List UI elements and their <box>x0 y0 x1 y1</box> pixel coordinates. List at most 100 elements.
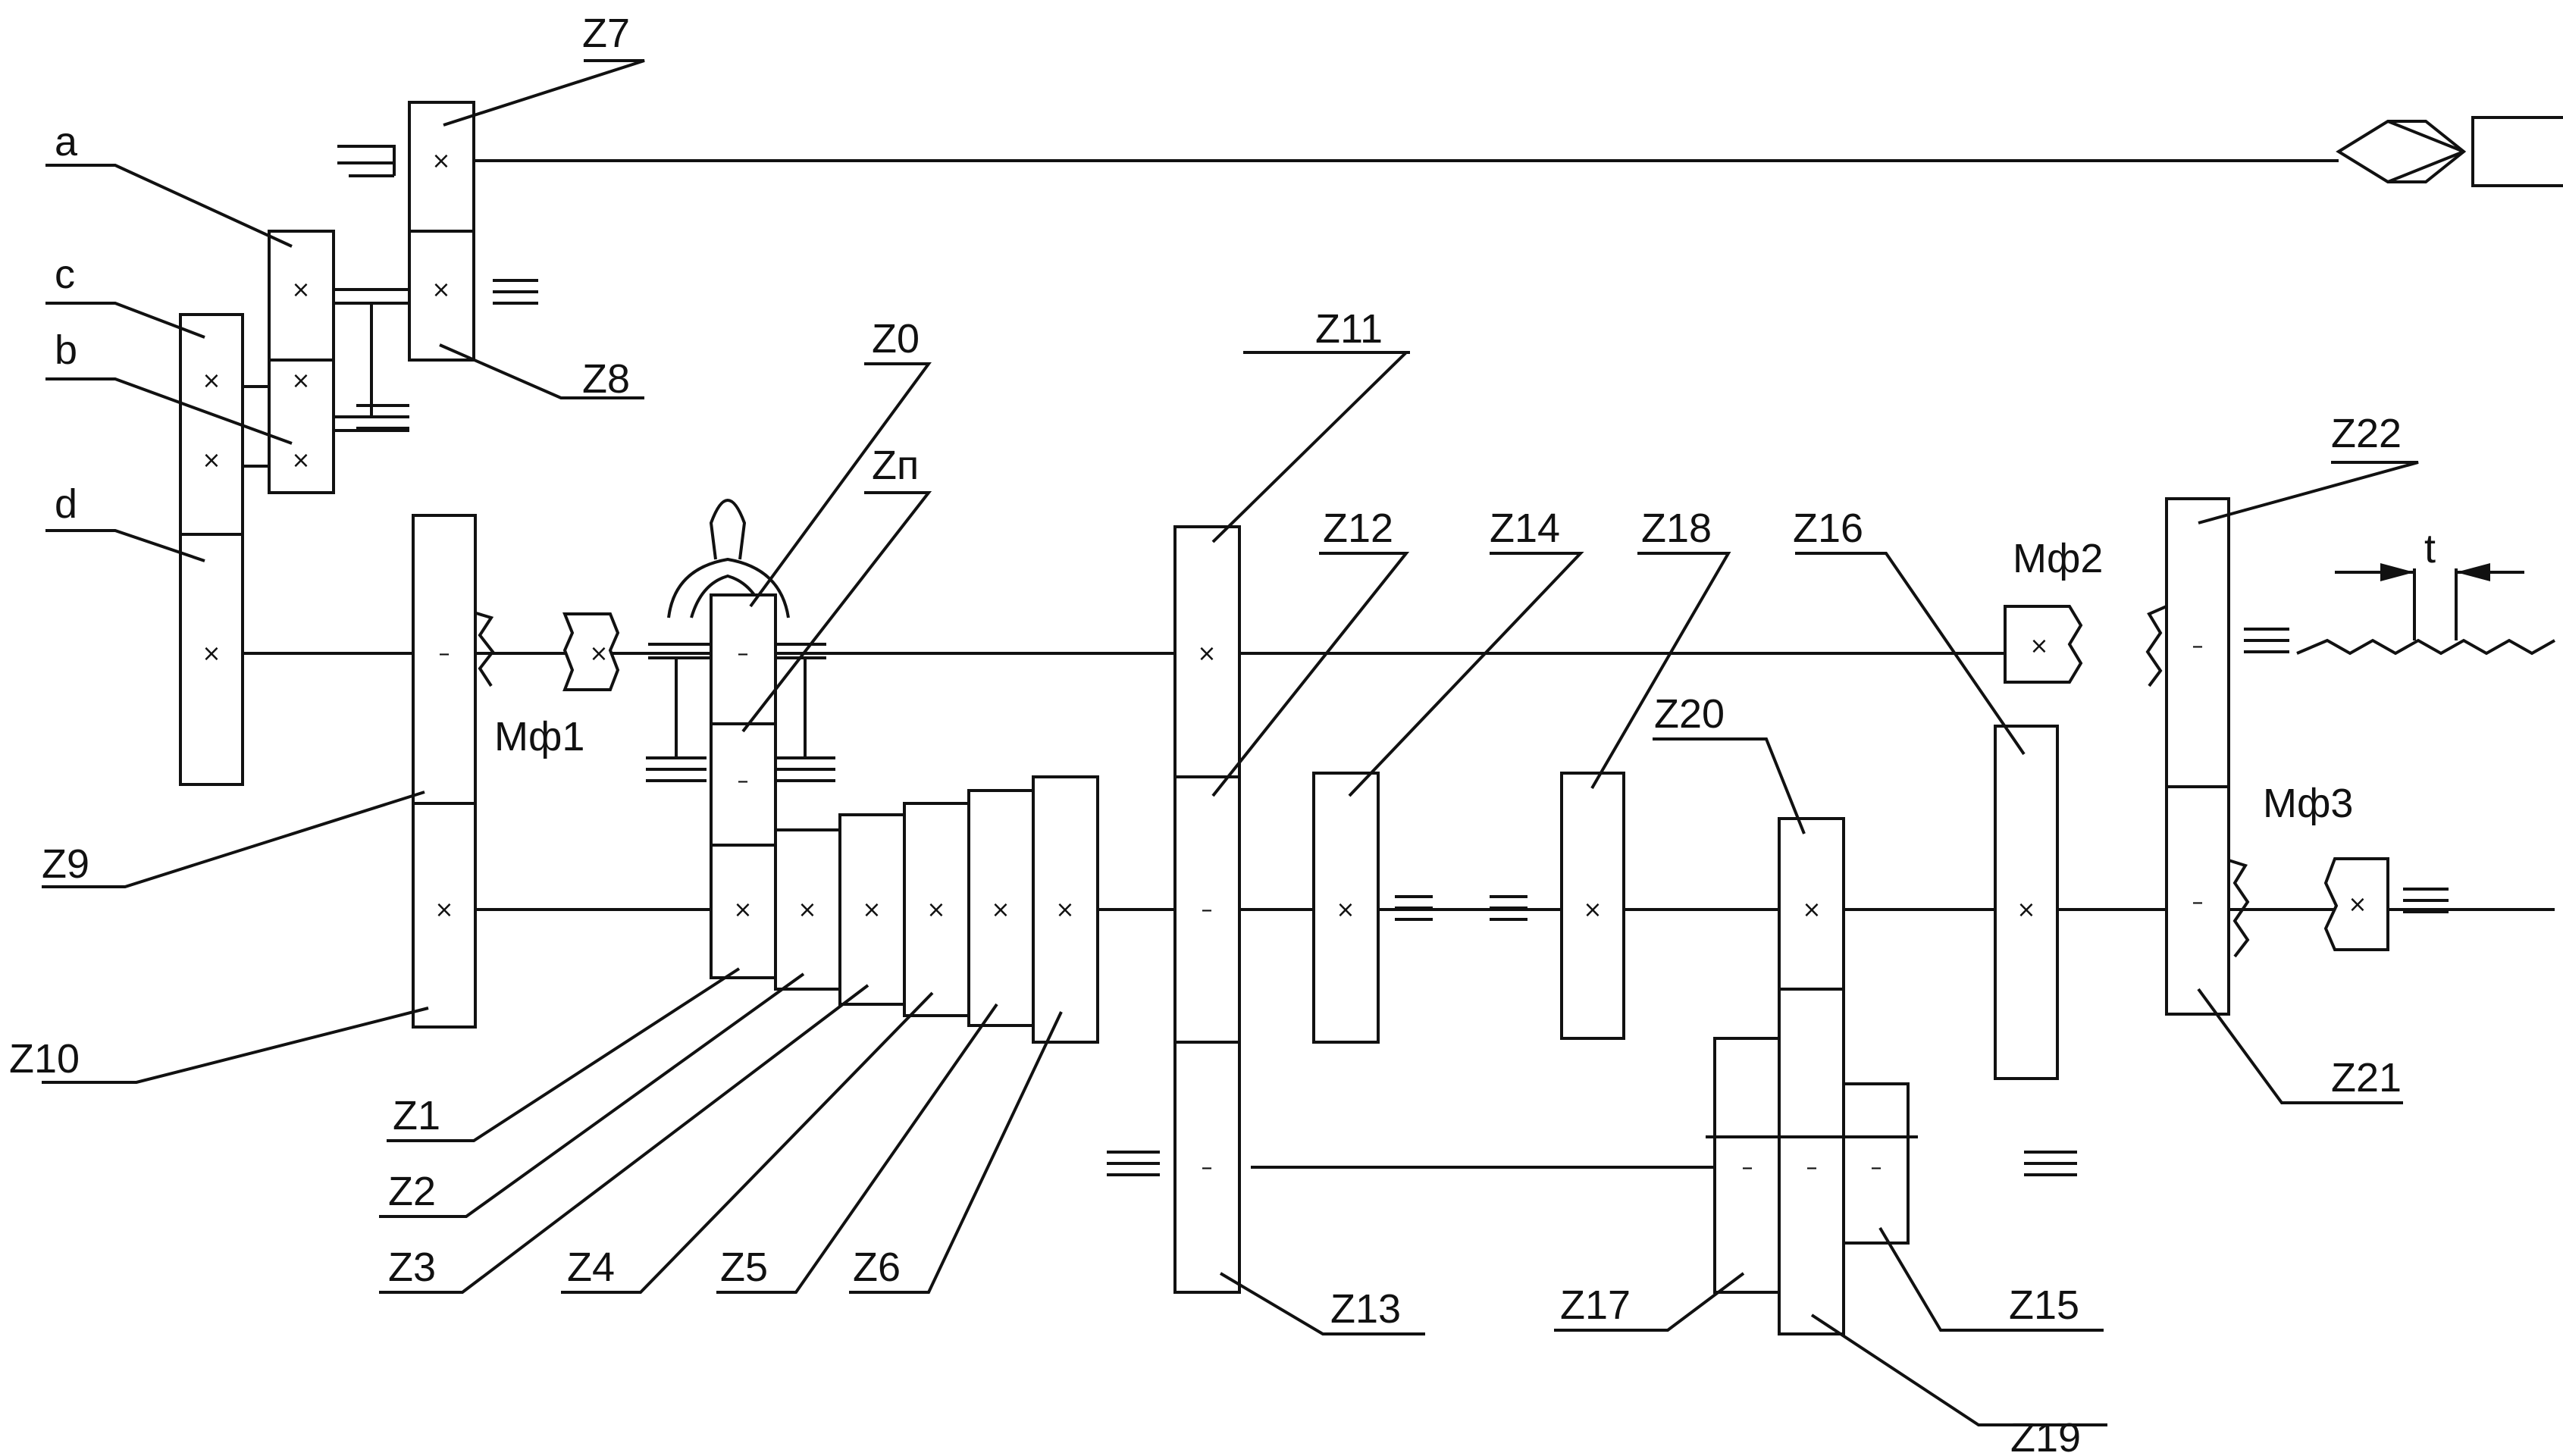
mark: – <box>738 640 749 667</box>
mark: × <box>202 447 221 474</box>
label-mf1: Мф1 <box>494 714 584 759</box>
label-z12: Z12 <box>1323 506 1393 551</box>
label-z10: Z10 <box>9 1036 80 1082</box>
mark: × <box>291 277 310 303</box>
mark: × <box>797 897 816 923</box>
mark: – <box>2192 889 2204 916</box>
mark: × <box>1336 897 1355 923</box>
mark: × <box>991 897 1010 923</box>
label-z7: Z7 <box>582 11 630 56</box>
clutch-mf2 <box>2004 605 2083 684</box>
mark: – <box>439 640 450 667</box>
mark: – <box>738 768 749 794</box>
gear-z19 <box>1778 988 1845 1335</box>
gear-z13 <box>1173 1041 1241 1294</box>
label-z6: Z6 <box>853 1245 901 1290</box>
gear-z15 <box>1842 1082 1910 1245</box>
gear-joins <box>243 288 409 468</box>
gear-z8 <box>408 230 475 362</box>
spindle-chuck <box>2336 116 2563 187</box>
clutch-mf1 <box>473 611 620 691</box>
label-c: c <box>55 252 75 297</box>
gear-z1 <box>710 844 777 979</box>
label-z18: Z18 <box>1641 506 1712 551</box>
label-z1: Z1 <box>393 1093 440 1138</box>
mark: × <box>1802 897 1821 923</box>
gear-z21 <box>2165 785 2230 1016</box>
labels: Z7 Z8 a c b d Z0 Zп Z11 Z12 Z14 Z18 Z16 … <box>9 11 2436 1456</box>
gear-z22 <box>2165 497 2230 788</box>
gear-z11 <box>1173 525 1241 778</box>
label-z22: Z22 <box>2331 411 2402 456</box>
mark: × <box>2348 891 2367 918</box>
mark: × <box>862 897 881 923</box>
gear-c <box>179 313 244 536</box>
label-mf3: Мф3 <box>2263 781 2353 826</box>
mark: × <box>202 368 221 394</box>
gear-marks: × × × × × × × × – × × – – × × × × × × × … <box>202 148 2367 1181</box>
label-d: d <box>55 481 77 527</box>
label-z0: Z0 <box>872 316 920 362</box>
mark: × <box>291 447 310 474</box>
mark: × <box>926 897 945 923</box>
mark: × <box>1583 897 1602 923</box>
gear-z17 <box>1713 1037 1781 1294</box>
label-z17: Z17 <box>1560 1282 1631 1328</box>
mark: × <box>202 640 221 667</box>
label-a: a <box>55 119 78 164</box>
label-z9: Z9 <box>42 841 89 887</box>
gear-z12 <box>1173 775 1241 1044</box>
gear-d <box>179 533 244 786</box>
label-z21: Z21 <box>2331 1055 2402 1101</box>
mark: × <box>1197 640 1216 667</box>
gear-z7 <box>408 101 475 233</box>
label-z5: Z5 <box>720 1245 768 1290</box>
gear-z20 <box>1778 817 1845 991</box>
gear-z14 <box>1312 772 1380 1044</box>
mark: × <box>589 640 608 667</box>
mark: × <box>291 368 310 394</box>
lead-screw-thread <box>2296 563 2555 656</box>
label-z15: Z15 <box>2009 1282 2079 1328</box>
label-z16: Z16 <box>1793 506 1863 551</box>
mark: × <box>431 277 450 303</box>
mark: – <box>2192 633 2204 659</box>
clutch-mf3 <box>2228 857 2389 958</box>
label-z13: Z13 <box>1330 1286 1401 1332</box>
gear-z4 <box>903 802 970 1017</box>
mark: × <box>434 897 453 923</box>
mark: – <box>1202 1154 1213 1181</box>
gear-zn <box>710 722 777 847</box>
mark: – <box>1742 1154 1753 1181</box>
label-z8: Z8 <box>582 356 630 402</box>
gear-z18 <box>1560 772 1625 1040</box>
mark: × <box>2029 633 2048 659</box>
clutch-z22 <box>2145 605 2167 687</box>
mark: – <box>1806 1154 1818 1181</box>
gears <box>179 101 2230 1335</box>
mark: × <box>733 897 752 923</box>
gear-z6 <box>1032 775 1099 1044</box>
gear-z10 <box>412 802 477 1029</box>
gear-z9 <box>412 514 477 805</box>
label-b: b <box>55 327 77 373</box>
label-z19: Z19 <box>2010 1415 2081 1456</box>
label-z14: Z14 <box>1490 506 1560 551</box>
label-z11: Z11 <box>1315 306 1383 352</box>
mark: × <box>1055 897 1074 923</box>
gear-z3 <box>838 813 906 1006</box>
label-t: t <box>2424 526 2436 571</box>
mark: × <box>2016 897 2035 923</box>
mark: – <box>1202 897 1213 923</box>
gear-a <box>268 230 335 362</box>
label-mf2: Мф2 <box>2013 536 2103 581</box>
label-z20: Z20 <box>1654 691 1725 737</box>
label-z2: Z2 <box>388 1169 436 1214</box>
label-z4: Z4 <box>567 1245 615 1290</box>
gear-z16 <box>1994 725 2059 1080</box>
gear-b <box>268 359 335 494</box>
bearings <box>356 279 2449 1176</box>
mark: × <box>431 148 450 174</box>
label-z3: Z3 <box>388 1245 436 1290</box>
